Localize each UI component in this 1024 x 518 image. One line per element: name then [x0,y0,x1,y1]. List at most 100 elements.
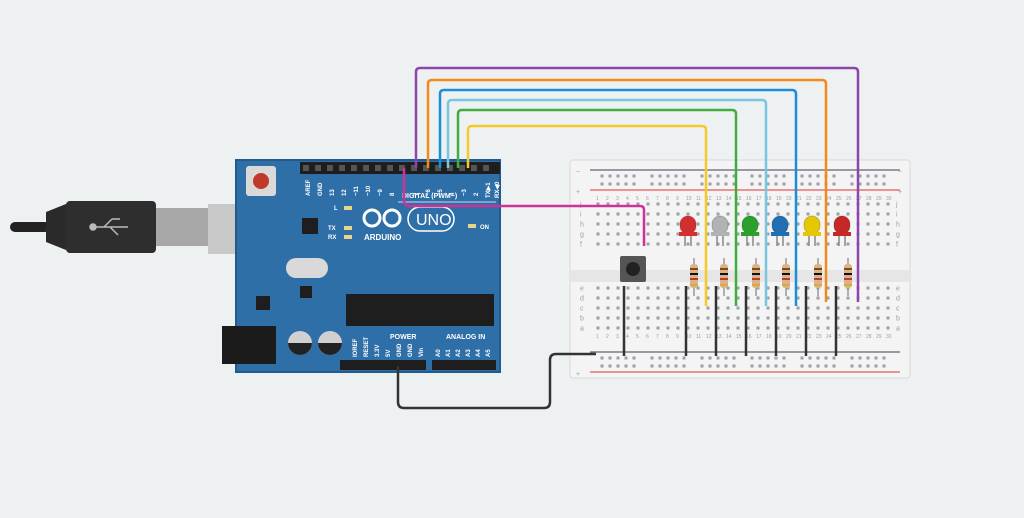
wire-green[interactable] [456,108,738,306]
breadboard-hole[interactable] [766,202,770,206]
breadboard-hole[interactable] [626,306,630,310]
breadboard-hole[interactable] [796,326,800,330]
breadboard-hole[interactable] [886,296,890,300]
breadboard-hole[interactable] [746,202,750,206]
breadboard-hole[interactable] [866,222,870,226]
breadboard-hole[interactable] [656,242,660,246]
rail-hole[interactable] [600,174,604,178]
rail-hole[interactable] [824,356,828,360]
breadboard-hole[interactable] [696,306,700,310]
wire-orange[interactable] [426,78,828,302]
breadboard-hole[interactable] [736,326,740,330]
breadboard-hole[interactable] [776,316,780,320]
breadboard-hole[interactable] [656,316,660,320]
breadboard-hole[interactable] [776,242,780,246]
breadboard-hole[interactable] [626,222,630,226]
rail-hole[interactable] [674,356,678,360]
breadboard-hole[interactable] [636,242,640,246]
rail-hole[interactable] [858,364,862,368]
breadboard-hole[interactable] [726,306,730,310]
breadboard-hole[interactable] [806,242,810,246]
rail-hole[interactable] [724,364,728,368]
breadboard-hole[interactable] [836,326,840,330]
breadboard-hole[interactable] [766,296,770,300]
rail-hole[interactable] [766,356,770,360]
breadboard-hole[interactable] [596,232,600,236]
breadboard-hole[interactable] [676,242,680,246]
led-red[interactable] [679,215,697,246]
rail-hole[interactable] [732,174,736,178]
breadboard-hole[interactable] [696,296,700,300]
breadboard-hole[interactable] [836,286,840,290]
breadboard-hole[interactable] [646,326,650,330]
rail-hole[interactable] [882,182,886,186]
rail-hole[interactable] [782,364,786,368]
rail-hole[interactable] [666,356,670,360]
rail-hole[interactable] [774,364,778,368]
breadboard-hole[interactable] [846,202,850,206]
rail-hole[interactable] [874,364,878,368]
breadboard-hole[interactable] [636,232,640,236]
breadboard-hole[interactable] [826,326,830,330]
wire-ground[interactable] [396,352,596,410]
breadboard-hole[interactable] [666,316,670,320]
rail-hole[interactable] [832,356,836,360]
breadboard-hole[interactable] [696,316,700,320]
breadboard-hole[interactable] [836,242,840,246]
breadboard-hole[interactable] [806,286,810,290]
breadboard-hole[interactable] [626,202,630,206]
rail-hole[interactable] [882,356,886,360]
rail-hole[interactable] [866,364,870,368]
rail-hole[interactable] [882,364,886,368]
breadboard-hole[interactable] [876,286,880,290]
rail-hole[interactable] [858,174,862,178]
breadboard-hole[interactable] [596,212,600,216]
rail-hole[interactable] [616,174,620,178]
breadboard-hole[interactable] [636,202,640,206]
breadboard-hole[interactable] [726,286,730,290]
breadboard-hole[interactable] [626,296,630,300]
breadboard-hole[interactable] [636,286,640,290]
breadboard-hole[interactable] [796,232,800,236]
breadboard-hole[interactable] [706,222,710,226]
breadboard-hole[interactable] [686,212,690,216]
breadboard-hole[interactable] [826,222,830,226]
rail-hole[interactable] [808,182,812,186]
breadboard-hole[interactable] [766,306,770,310]
breadboard-hole[interactable] [686,286,690,290]
rail-hole[interactable] [632,182,636,186]
breadboard-hole[interactable] [636,316,640,320]
breadboard-hole[interactable] [876,326,880,330]
breadboard-hole[interactable] [596,316,600,320]
resistor[interactable] [690,258,698,296]
breadboard-hole[interactable] [756,296,760,300]
breadboard-hole[interactable] [836,212,840,216]
breadboard-hole[interactable] [666,222,670,226]
rail-hole[interactable] [800,174,804,178]
rail-hole[interactable] [816,174,820,178]
breadboard-hole[interactable] [706,286,710,290]
rail-hole[interactable] [624,356,628,360]
breadboard-hole[interactable] [816,316,820,320]
rail-hole[interactable] [624,182,628,186]
breadboard-hole[interactable] [816,202,820,206]
breadboard-hole[interactable] [706,232,710,236]
rail-hole[interactable] [850,364,854,368]
rail-hole[interactable] [882,174,886,178]
breadboard-hole[interactable] [726,326,730,330]
breadboard-hole[interactable] [636,296,640,300]
rail-hole[interactable] [824,364,828,368]
breadboard-hole[interactable] [716,316,720,320]
breadboard-hole[interactable] [686,296,690,300]
breadboard-hole[interactable] [866,242,870,246]
breadboard-hole[interactable] [786,212,790,216]
breadboard-hole[interactable] [676,296,680,300]
breadboard-hole[interactable] [876,242,880,246]
breadboard-hole[interactable] [666,306,670,310]
breadboard-hole[interactable] [656,326,660,330]
breadboard-hole[interactable] [886,242,890,246]
wire-blue[interactable] [438,88,798,306]
breadboard-hole[interactable] [886,316,890,320]
rail-hole[interactable] [650,182,654,186]
breadboard-hole[interactable] [676,232,680,236]
